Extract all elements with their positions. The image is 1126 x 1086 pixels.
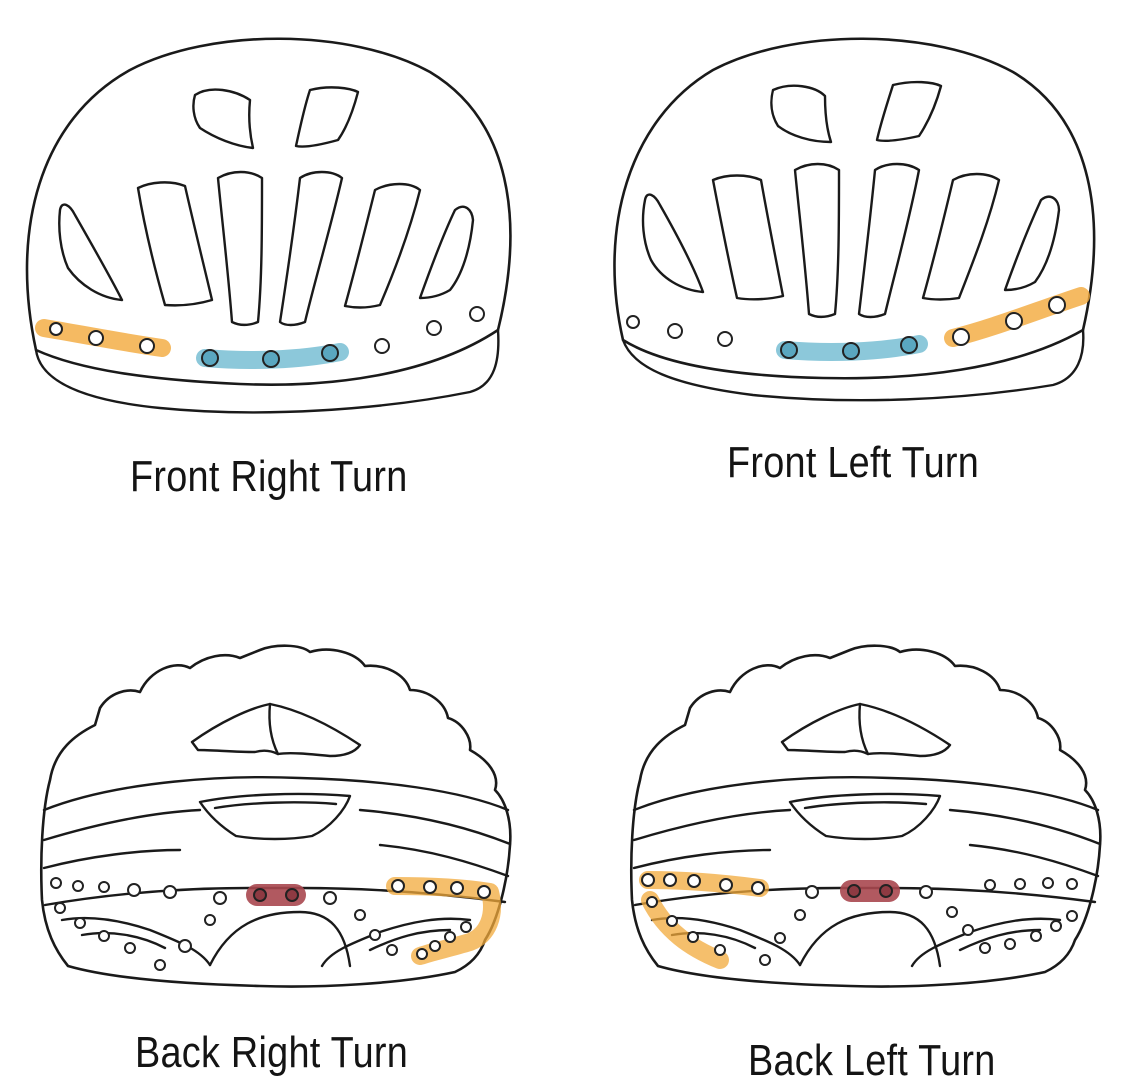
brake-light-lit bbox=[246, 884, 306, 906]
helmet-shell bbox=[629, 644, 1102, 988]
helmet-shell bbox=[25, 37, 512, 414]
inactive-leds bbox=[50, 877, 398, 971]
brake-light-lit bbox=[840, 880, 900, 902]
turn-signal-lit bbox=[35, 319, 171, 357]
shell-bands bbox=[632, 776, 1102, 878]
vents bbox=[58, 86, 475, 327]
shell-bands bbox=[42, 776, 512, 878]
inactive-leds bbox=[626, 315, 733, 347]
caption-front-right: Front Right Turn bbox=[130, 452, 408, 501]
turn-signal-lit bbox=[639, 871, 769, 969]
front-left-helmet bbox=[613, 37, 1096, 402]
helmet-shell bbox=[613, 37, 1096, 402]
back-left-helmet bbox=[629, 644, 1102, 988]
inactive-leds bbox=[374, 306, 485, 354]
caption-back-right: Back Right Turn bbox=[135, 1028, 409, 1077]
front-right-helmet bbox=[25, 37, 512, 414]
top-vent bbox=[780, 702, 952, 758]
back-right-helmet bbox=[39, 644, 512, 988]
inactive-leds bbox=[759, 877, 1078, 966]
caption-front-left: Front Left Turn bbox=[727, 438, 980, 487]
vents bbox=[641, 80, 1061, 319]
center-vent bbox=[788, 792, 942, 841]
top-vent bbox=[190, 702, 362, 758]
helmet-shell bbox=[39, 644, 512, 988]
headlight-lit bbox=[776, 335, 928, 361]
headlight-lit bbox=[196, 343, 349, 369]
caption-back-left: Back Left Turn bbox=[748, 1036, 996, 1085]
center-vent bbox=[198, 792, 352, 841]
turn-signal-lit bbox=[944, 287, 1090, 347]
turn-signal-lit bbox=[386, 877, 501, 965]
